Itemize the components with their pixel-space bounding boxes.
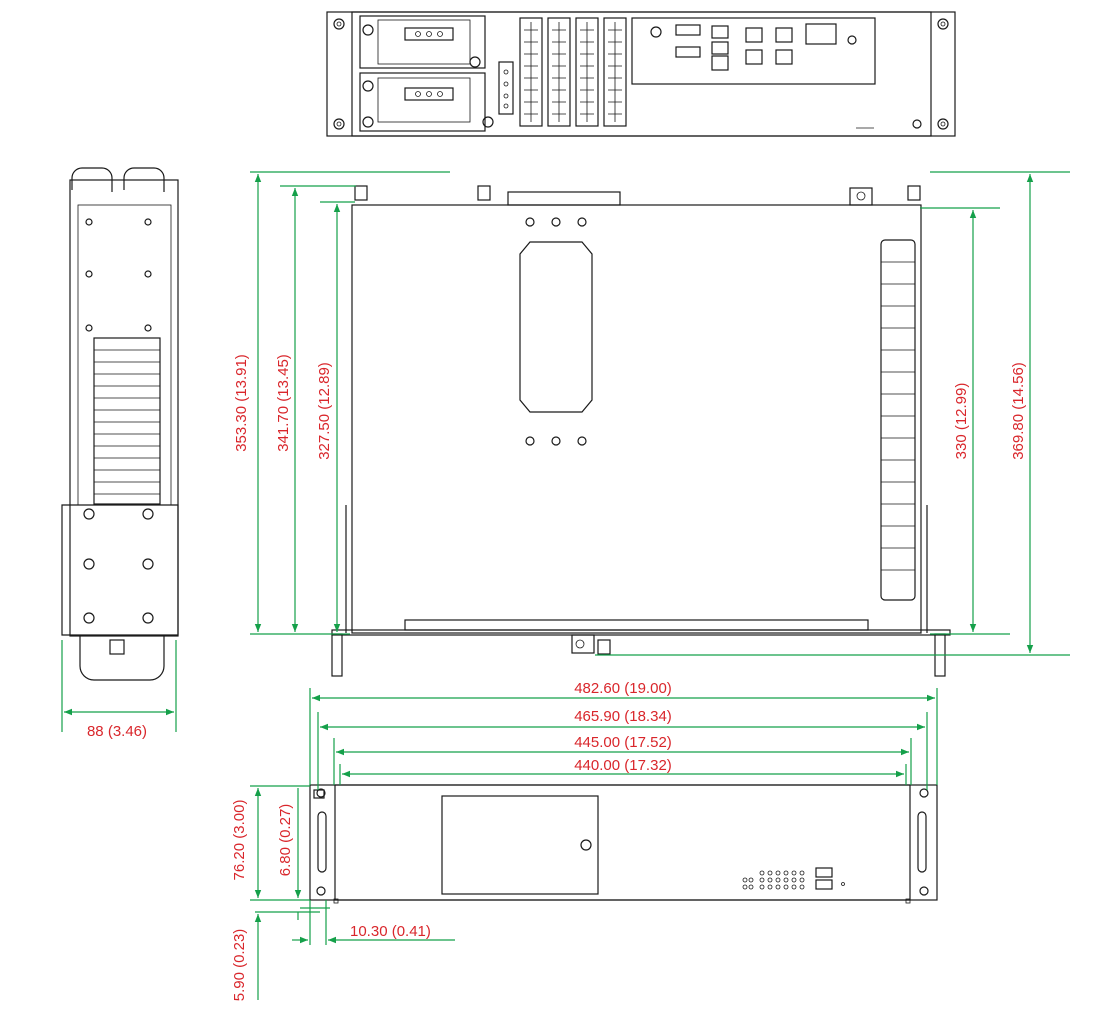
dimension-lines [61,171,1070,1000]
dim-overall-depth: 369.80 (14.56) [1010,362,1027,460]
dim-depth-3: 327.50 (12.89) [316,362,333,460]
dim-inner-depth: 330 (12.99) [953,383,970,460]
access-plate [519,241,593,413]
side-view [61,167,179,681]
dim-total-depth: 353.30 (13.91) [233,354,250,452]
psu-module-bottom [359,72,494,132]
rear-ear-screw-icon [333,18,949,130]
hdmi-port-icon [675,24,701,36]
front-view [309,784,938,904]
dimension-labels: 353.30 (13.91) 341.70 (13.45) 327.50 (12… [87,354,1027,1001]
ethernet-port-icon [711,55,729,71]
serial-port-icon [498,61,514,115]
dim-width-2: 465.90 (18.34) [574,708,672,725]
front-bezel-door [441,795,599,895]
displayport-icon [675,46,701,58]
heatsink-fins [93,337,161,505]
io-panel [631,17,876,85]
audio-jack-icon [650,26,662,38]
usb-port-icon [711,25,729,39]
dim-base-offset: 5.90 (0.23) [231,929,248,1002]
top-view [331,185,951,677]
dim-ear-offset: 6.80 (0.27) [277,804,294,877]
dim-overall-width: 482.60 (19.00) [574,680,672,697]
dim-height: 76.20 (3.00) [231,800,248,881]
front-led-array [742,870,805,890]
dim-width-4: 440.00 (17.32) [574,757,672,774]
mounting-hole-icon [525,217,587,446]
rear-view [326,11,956,137]
dim-depth-2: 341.70 (13.45) [275,354,292,452]
side-vent [880,239,916,601]
side-screw-icon [83,218,154,624]
terminal-block-icon [805,23,837,45]
dim-side-width: 88 (3.46) [87,723,147,740]
usb-port-icon [815,867,833,878]
psu-module-top [359,15,486,69]
dim-width-3: 445.00 (17.52) [574,734,672,751]
expansion-slots [519,17,627,127]
dim-ear-width: 10.30 (0.41) [350,923,431,940]
